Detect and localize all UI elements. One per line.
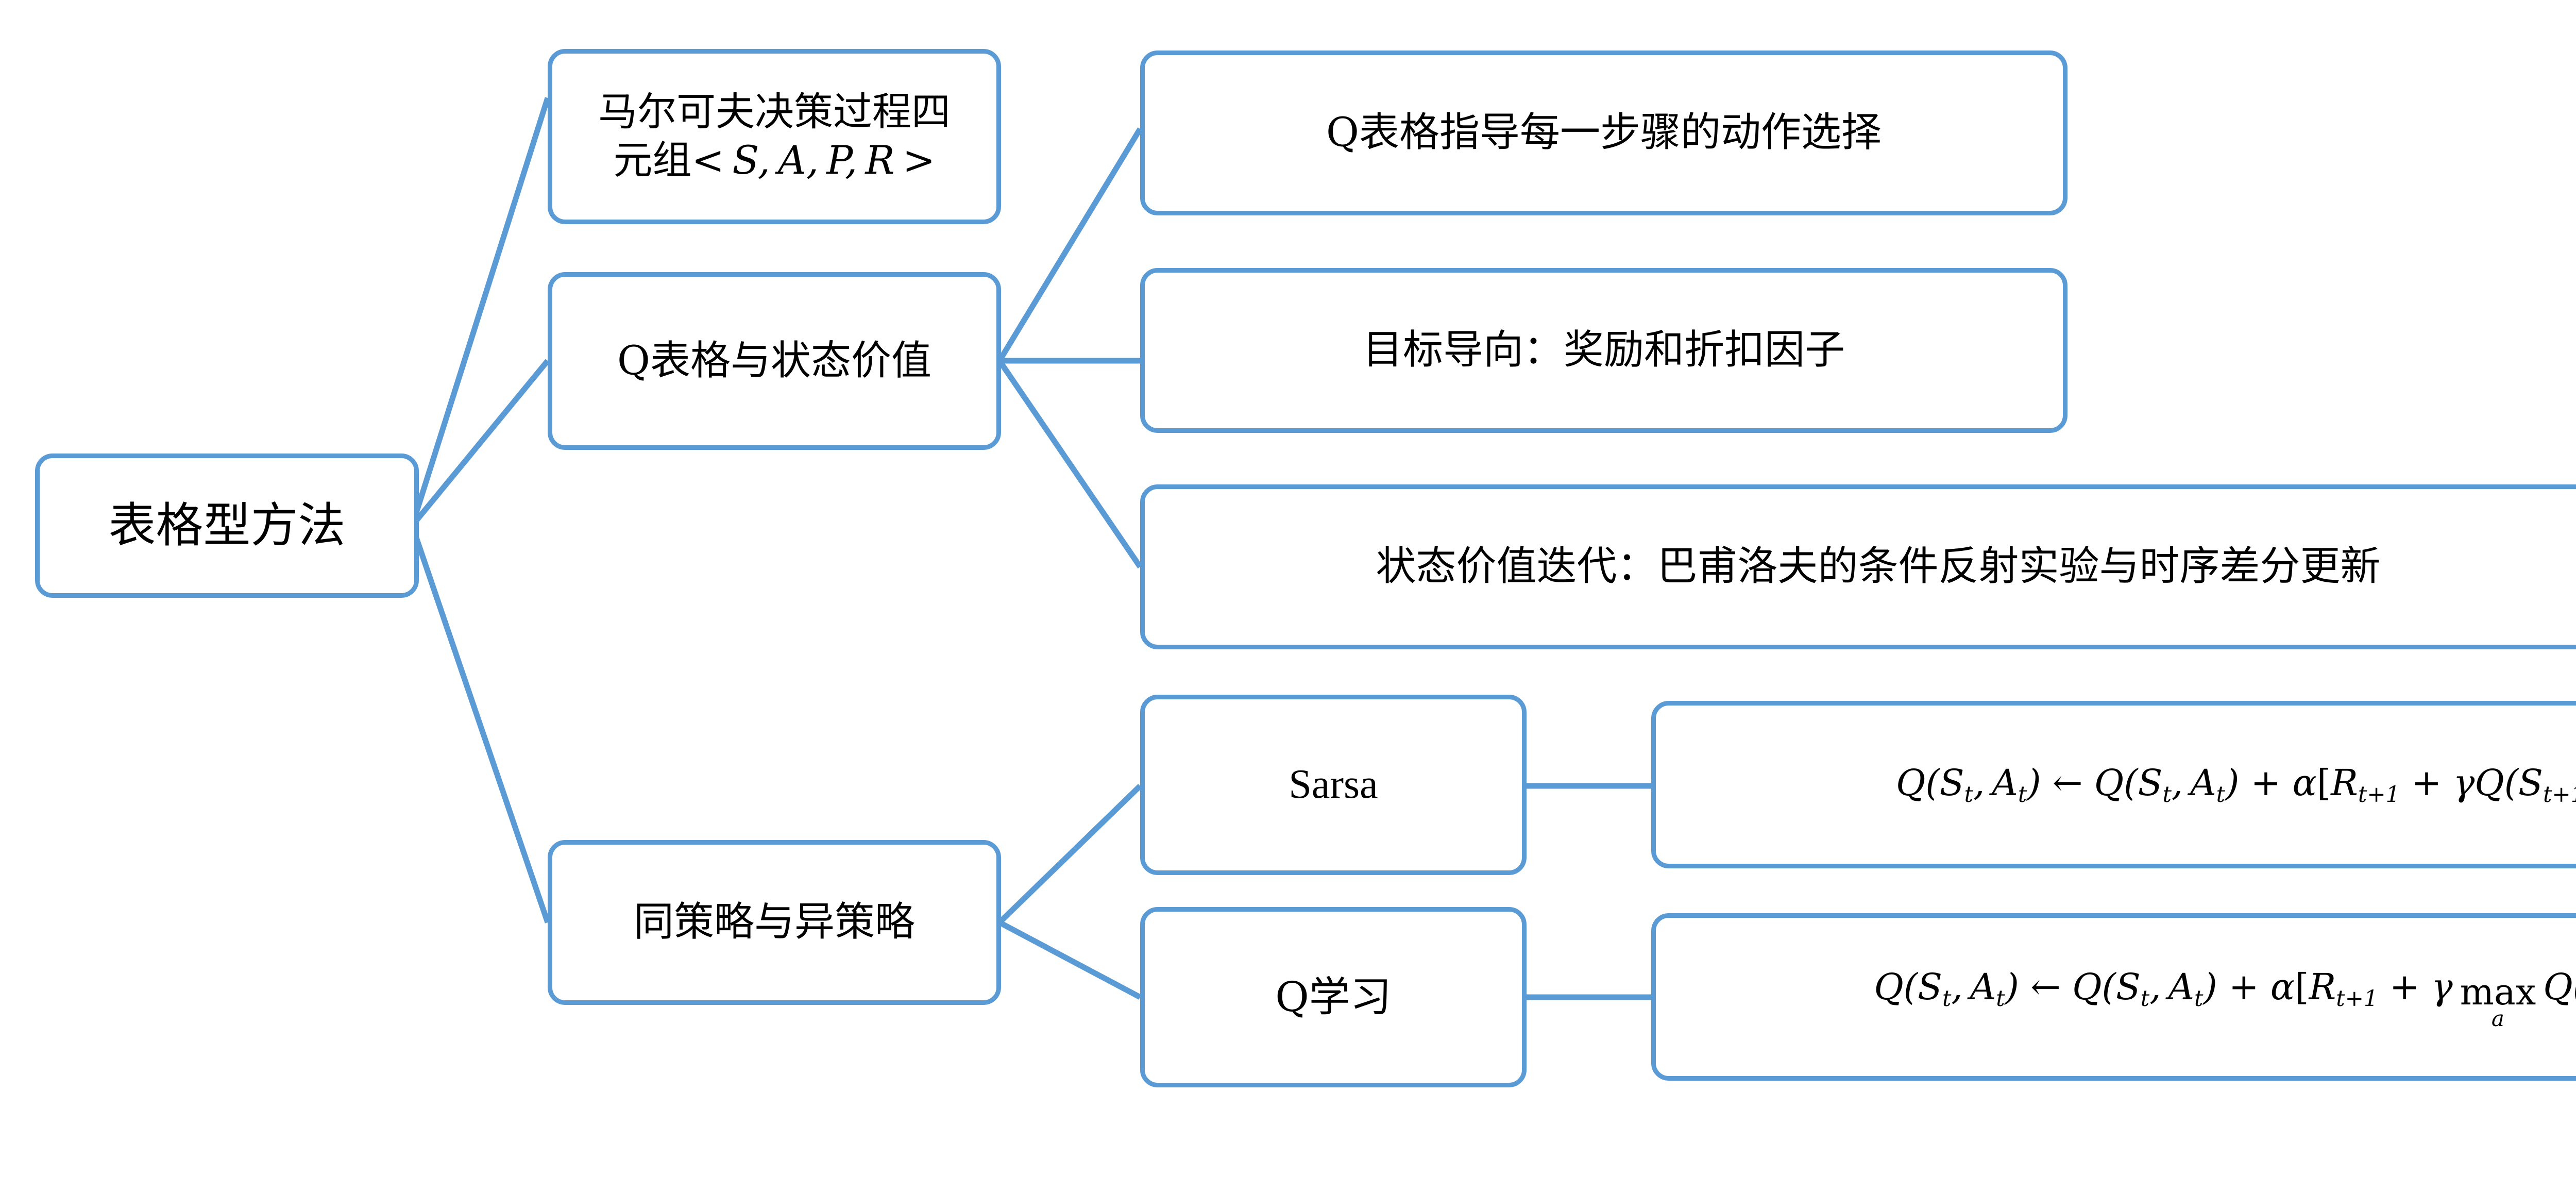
node-mdp-label: 马尔可夫决策过程四 元组< S, A, P, R > — [566, 88, 983, 184]
link-qtable-to-child1 — [997, 127, 1143, 362]
node-q-child-2-label: 目标导向：奖励和折扣因子 — [1362, 327, 1845, 374]
link-root-to-mdp — [409, 97, 551, 527]
link-policy-to-qlearning — [998, 920, 1142, 1000]
node-qtable[interactable]: Q表格与状态价值 — [548, 272, 1001, 450]
node-sarsa-formula-label: Q(St, At) ← Q(St, At) + α[Rt+1 + γQ(St+1… — [1895, 761, 2576, 808]
node-mdp-line1: 马尔可夫决策过程四 — [598, 89, 951, 135]
node-sarsa-formula[interactable]: Q(St, At) ← Q(St, At) + α[Rt+1 + γQ(St+1… — [1651, 701, 2576, 868]
node-q-child-3-label: 状态价值迭代：巴甫洛夫的条件反射实验与时序差分更新 — [1376, 543, 2381, 590]
link-root-to-policy — [409, 525, 551, 924]
node-root-label: 表格型方法 — [108, 497, 346, 553]
node-qlearning[interactable]: Q学习 — [1140, 907, 1527, 1087]
node-q-child-1[interactable]: Q表格指导每一步骤的动作选择 — [1140, 51, 2067, 215]
link-qtable-to-child3 — [997, 359, 1143, 569]
link-root-to-qtable — [410, 359, 550, 528]
node-mdp-line2-cjk: 元组 — [613, 137, 692, 183]
node-q-child-1-label: Q表格指导每一步骤的动作选择 — [1326, 109, 1882, 156]
node-sarsa-label: Sarsa — [1289, 762, 1378, 808]
node-q-child-2[interactable]: 目标导向：奖励和折扣因子 — [1140, 268, 2067, 433]
node-mdp-line2-math: < S, A, P, R > — [691, 137, 936, 183]
link-policy-to-sarsa — [997, 784, 1142, 925]
node-qlearning-label: Q学习 — [1275, 973, 1392, 1021]
node-policy-label: 同策略与异策略 — [633, 899, 915, 946]
node-policy[interactable]: 同策略与异策略 — [548, 840, 1001, 1005]
node-mdp[interactable]: 马尔可夫决策过程四 元组< S, A, P, R > — [548, 49, 1001, 224]
node-sarsa[interactable]: Sarsa — [1140, 695, 1527, 875]
node-root[interactable]: 表格型方法 — [35, 454, 419, 598]
node-qtable-label: Q表格与状态价值 — [617, 337, 931, 384]
node-q-child-3[interactable]: 状态价值迭代：巴甫洛夫的条件反射实验与时序差分更新 — [1140, 484, 2576, 649]
